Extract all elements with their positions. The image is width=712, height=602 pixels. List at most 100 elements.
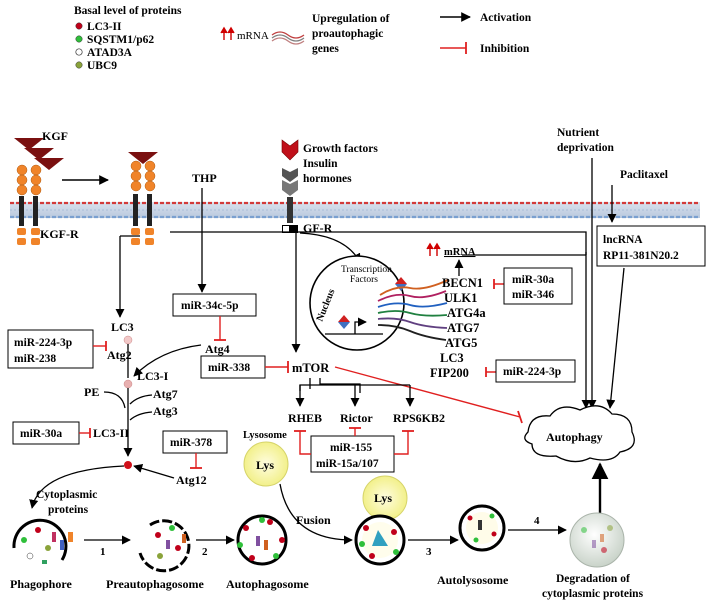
kgf-label: KGF <box>42 129 68 143</box>
upregulation-arrows-icon <box>220 26 235 40</box>
mir155-inhibition-lines <box>294 427 414 455</box>
gene-atg7: ATG7 <box>447 321 479 335</box>
pe-label: PE <box>84 385 99 399</box>
lys-label-1: Lys <box>256 458 274 472</box>
lncrna-arrow <box>606 267 625 409</box>
atg7-label: Atg7 <box>153 387 178 401</box>
mtor-label: mTOR <box>292 361 330 375</box>
transcription-factor-icon <box>325 277 407 335</box>
tf-line1: Transcription <box>341 265 392 275</box>
preautophagosome-label: Preautophagosome <box>106 577 204 591</box>
gene-fip200: FIP200 <box>430 366 469 380</box>
degradation-line1: Degradation of <box>556 573 630 585</box>
mir30a-lc3-label: miR-30a <box>20 428 62 440</box>
gene-becn1: BECN1 <box>442 276 483 290</box>
kgfr-to-autophagy-arrow <box>170 231 591 409</box>
mrna-strand-icon <box>271 31 305 45</box>
legend-inhibition: Inhibition <box>480 43 530 55</box>
lc3-conversion-dots <box>123 335 133 469</box>
thp-label: THP <box>192 171 217 185</box>
legend-item-sqstm1: SQSTM1/p62 <box>87 34 154 46</box>
legend-dot-atad3a <box>75 48 83 56</box>
mir378-label: miR-378 <box>170 437 212 449</box>
legend-upreg-line3: genes <box>312 43 339 55</box>
mir15a-label: miR-15a/107 <box>316 458 379 470</box>
lc3i-label: LC3-I <box>137 369 169 383</box>
plasma-membrane <box>10 201 700 219</box>
legend-mrna-label: mRNA <box>237 30 269 42</box>
gene-transcripts <box>377 279 449 341</box>
autophagosome <box>236 514 288 566</box>
legend-activation: Activation <box>480 12 532 24</box>
mir224-mir238-box <box>7 329 94 369</box>
mir224-fip200-box <box>495 359 576 383</box>
gene-lc3: LC3 <box>440 351 464 365</box>
lc3-label: LC3 <box>111 320 134 334</box>
cyto-proteins-line1: Cytoplasmic <box>36 489 97 501</box>
rictor-label: Rictor <box>340 411 373 425</box>
legend-item-ubc9: UBC9 <box>87 60 117 72</box>
phagophore-label: Phagophore <box>10 577 72 591</box>
lc3ii-to-phagophore-arrow <box>29 465 125 509</box>
mrna-up-arrows-icon <box>426 242 441 256</box>
mir346-label: miR-346 <box>512 289 554 301</box>
kgf-ligands <box>14 138 64 170</box>
preautophagosome <box>138 519 191 573</box>
mir30a-mir346-box <box>503 267 573 305</box>
mir34c-label: miR-34c-5p <box>181 300 239 312</box>
atg4-label: Atg4 <box>205 342 230 356</box>
mir378-box <box>162 430 228 454</box>
mir30a-label: miR-30a <box>512 274 554 286</box>
paclitaxel-label: Paclitaxel <box>620 169 668 181</box>
mir34c-box <box>172 293 257 317</box>
legend-item-atad3a: ATAD3A <box>87 47 133 59</box>
autophagosome-label: Autophagosome <box>226 577 309 591</box>
mir238-label: miR-238 <box>14 353 56 365</box>
degradation-line2: cytoplasmic proteins <box>542 588 644 600</box>
tf-line2: Factors <box>350 275 378 285</box>
legend-basal-title: Basal level of proteins <box>74 5 182 17</box>
mir155-label: miR-155 <box>330 442 372 454</box>
pe-join-line <box>103 391 126 409</box>
growth-factor-ligand-icon <box>281 139 299 233</box>
autolysosome <box>458 504 506 552</box>
rps6kb2-label: RPS6KB2 <box>393 411 445 425</box>
legend-dot-ubc9 <box>75 61 83 69</box>
mir338-label: miR-338 <box>208 362 250 374</box>
rheb-label: RHEB <box>288 411 322 425</box>
autolysosome-fusing <box>354 514 406 566</box>
legend-upreg-line1: Upregulation of <box>312 13 390 25</box>
autophagy-node: Autophagy <box>524 405 635 463</box>
gene-atg4a: ATG4a <box>447 306 486 320</box>
kgfr-label: KGF-R <box>40 227 79 241</box>
legend-item-lc3ii: LC3-II <box>87 21 122 33</box>
atg4-to-lc3i-arrow <box>133 344 202 377</box>
nutrient-line1: Nutrient <box>557 127 599 139</box>
fusion-arrow <box>279 483 353 545</box>
gf-line2: Insulin <box>303 158 338 170</box>
gene-atg5: ATG5 <box>445 336 477 350</box>
step-1: 1 <box>100 546 106 558</box>
mtor-inhibits-autophagy <box>334 366 521 418</box>
atg12-label: Atg12 <box>176 473 207 487</box>
gene-ulk1: ULK1 <box>444 291 477 305</box>
legend-upreg-line2: proautophagic <box>312 28 383 40</box>
mir224-label: miR-224-3p <box>14 337 72 349</box>
autolysosome-label: Autolysosome <box>437 573 509 587</box>
lysosome-1 <box>243 441 289 487</box>
mtor-branches <box>295 384 415 407</box>
lc3ii-label: LC3-II <box>93 426 129 440</box>
kgf-receptor-left <box>16 164 42 245</box>
step-3: 3 <box>426 546 432 558</box>
autophagy-label: Autophagy <box>546 430 603 444</box>
fusion-label: Fusion <box>296 513 331 527</box>
atg12-arrow <box>133 463 175 479</box>
degradation-vesicle <box>569 512 625 568</box>
legend-dot-lc3ii <box>75 22 83 30</box>
gf-line3: hormones <box>303 173 352 185</box>
mrna-node-label: mRNA <box>444 247 476 258</box>
autophagy-genes: BECN1 ULK1 ATG4a ATG7 ATG5 LC3 FIP200 <box>430 276 486 380</box>
legend-dot-sqstm1 <box>75 35 83 43</box>
lysosome-label: Lysosome <box>243 430 287 441</box>
